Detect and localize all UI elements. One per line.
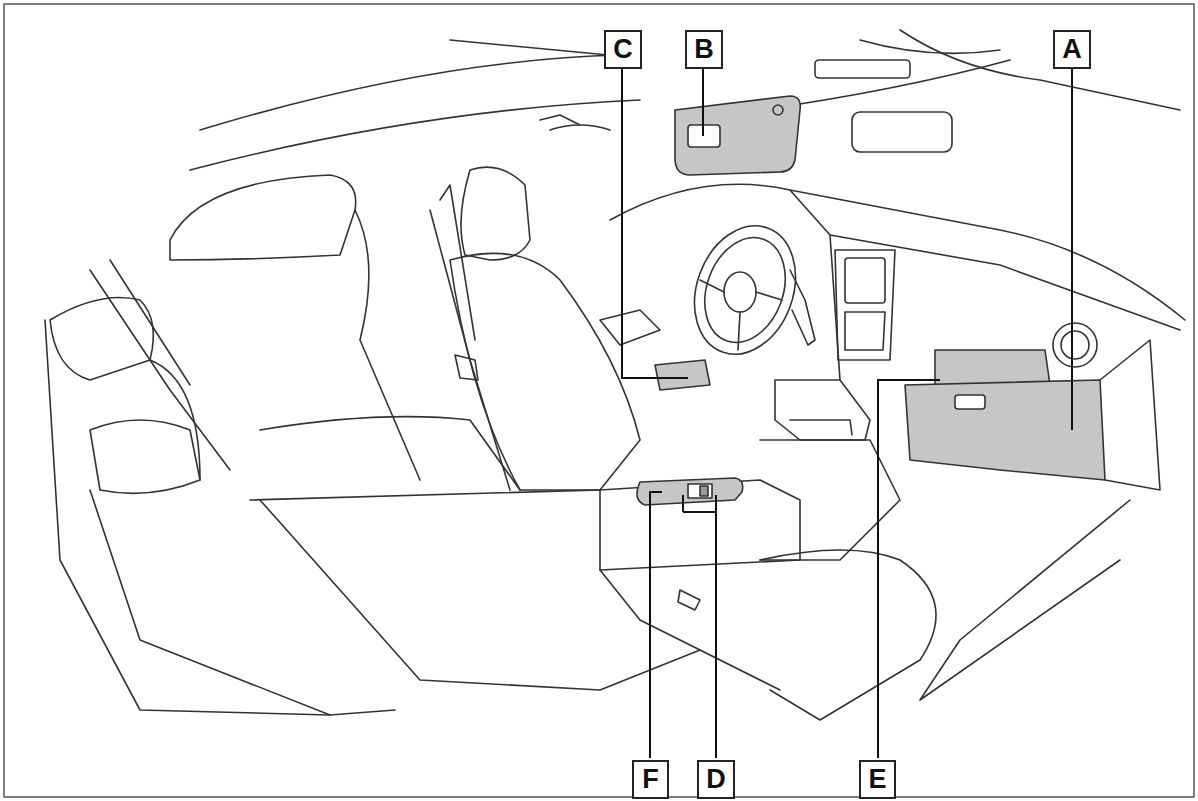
callout-letter: C (604, 30, 642, 69)
callout-letter: B (685, 30, 723, 69)
callout-letter: F (632, 760, 669, 799)
callout-letter: E (859, 760, 896, 799)
callout-letter: A (1053, 30, 1091, 69)
callout-letter: D (697, 760, 735, 799)
